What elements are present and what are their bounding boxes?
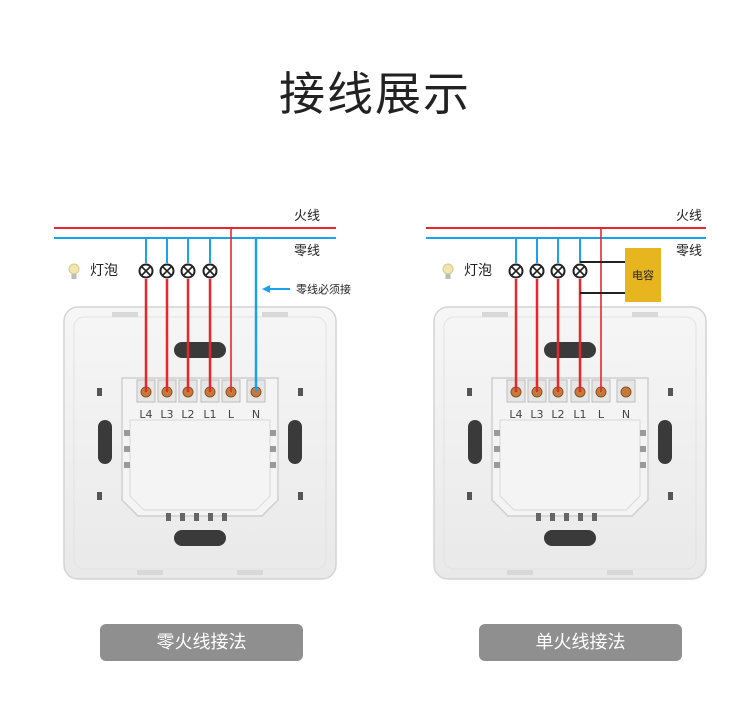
left-terminal-label-l1: L1 [203,408,216,421]
right-panel-hole [668,388,673,396]
right-terminal-label-l: L [598,408,605,421]
left-live-label: 火线 [294,209,320,224]
left-module-tooth [222,513,227,521]
right-connector-cross [553,266,563,276]
left-module-tooth [194,513,199,521]
caption-single-live: 单火线接法 [479,624,682,661]
right-connector-cross [532,266,542,276]
right-terminal-label-l4: L4 [509,408,522,421]
right-module-inner [499,419,641,511]
right-wires [508,228,602,392]
page-title: 接线展示 [279,67,471,121]
right-module-notch [640,430,646,436]
left-module-notch [124,462,130,468]
left-panel-hole [298,492,303,500]
left-terminal-label-l2: L2 [181,408,194,421]
left-terminal-label-n: N [252,408,260,421]
right-module-tooth [564,513,569,521]
right-panel-tab [607,570,633,575]
left-wires [138,228,258,392]
left-panel-tab [262,312,288,317]
right-mount-slot-bottom [544,530,596,546]
right-module-notch [494,430,500,436]
right-terminal-label-l1: L1 [573,408,586,421]
right-panel-hole [467,492,472,500]
right-module-notch [494,462,500,468]
right-module-tooth [550,513,555,521]
left-neutral-label: 零线 [294,244,320,259]
right-connector-cross [575,266,585,276]
left-switch-module [121,377,279,517]
left-panel-inner [73,316,327,570]
right-panel-hole [668,492,673,500]
right-panel-inner [443,316,697,570]
capacitor-label: 电容 [632,268,654,282]
left-connector-cross [205,266,215,276]
left-panel-tab [237,570,263,575]
right-module-notch [640,446,646,452]
right-terminal-screw [620,386,632,398]
left-mount-slot-top [174,342,226,358]
capacitor-block: 电容 [580,248,661,302]
right-module-tooth [536,513,541,521]
right-module-tooth [592,513,597,521]
left-module-tooth [166,513,171,521]
left-terminal-label-l: L [228,408,235,421]
right-bulb-label: 灯泡 [464,263,492,279]
right-mount-slot-top [544,342,596,358]
left-neutral-arrow [262,285,290,293]
left-module-notch [270,462,276,468]
right-panel-hole [467,388,472,396]
left-module-notch [124,446,130,452]
left-connector-cross [162,266,172,276]
right-switch-module [491,377,649,517]
right-module-notch [640,462,646,468]
left-terminal-label-l4: L4 [139,408,152,421]
left-module-inner [129,419,271,511]
right-terminal-label-n: N [622,408,630,421]
left-bulb-label: 灯泡 [90,263,118,279]
left-module-tooth [180,513,185,521]
left-module-tooth [208,513,213,521]
left-module-notch [124,430,130,436]
left-mount-slot-bottom [174,530,226,546]
right-terminal-label-l2: L2 [551,408,564,421]
caption-neutral-live: 零火线接法 [100,624,303,661]
left-panel-tab [137,570,163,575]
right-mount-slot-right [658,420,672,464]
right-neutral-label: 零线 [676,244,702,259]
left-connector-cross [183,266,193,276]
left-module-notch [270,446,276,452]
right-panel-tab [482,312,508,317]
left-module-notch [270,430,276,436]
right-panel-tab [507,570,533,575]
left-panel-tab [112,312,138,317]
right-module-notch [494,446,500,452]
right-terminal-label-l3: L3 [530,408,543,421]
right-module-tooth [578,513,583,521]
capacitor-icon [625,248,661,302]
left-diagram: L4 L3 L2 L1 L N 火线 零线 灯泡 零线必须接 [54,209,351,580]
left-panel-hole [298,388,303,396]
right-bulb-icon [442,263,454,279]
left-neutral-required-label: 零线必须接 [296,282,351,296]
left-bulb-icon [68,263,80,279]
right-diagram: L4 L3 L2 L1 L N 火线 零线 电容 灯泡 [426,209,707,580]
left-mount-slot-left [98,420,112,464]
right-connector-cross [511,266,521,276]
left-panel-hole [97,388,102,396]
left-panel-hole [97,492,102,500]
right-panel-tab [632,312,658,317]
left-connector-cross [141,266,151,276]
right-live-label: 火线 [676,209,702,224]
left-mount-slot-right [288,420,302,464]
right-mount-slot-left [468,420,482,464]
left-terminal-label-l3: L3 [160,408,173,421]
